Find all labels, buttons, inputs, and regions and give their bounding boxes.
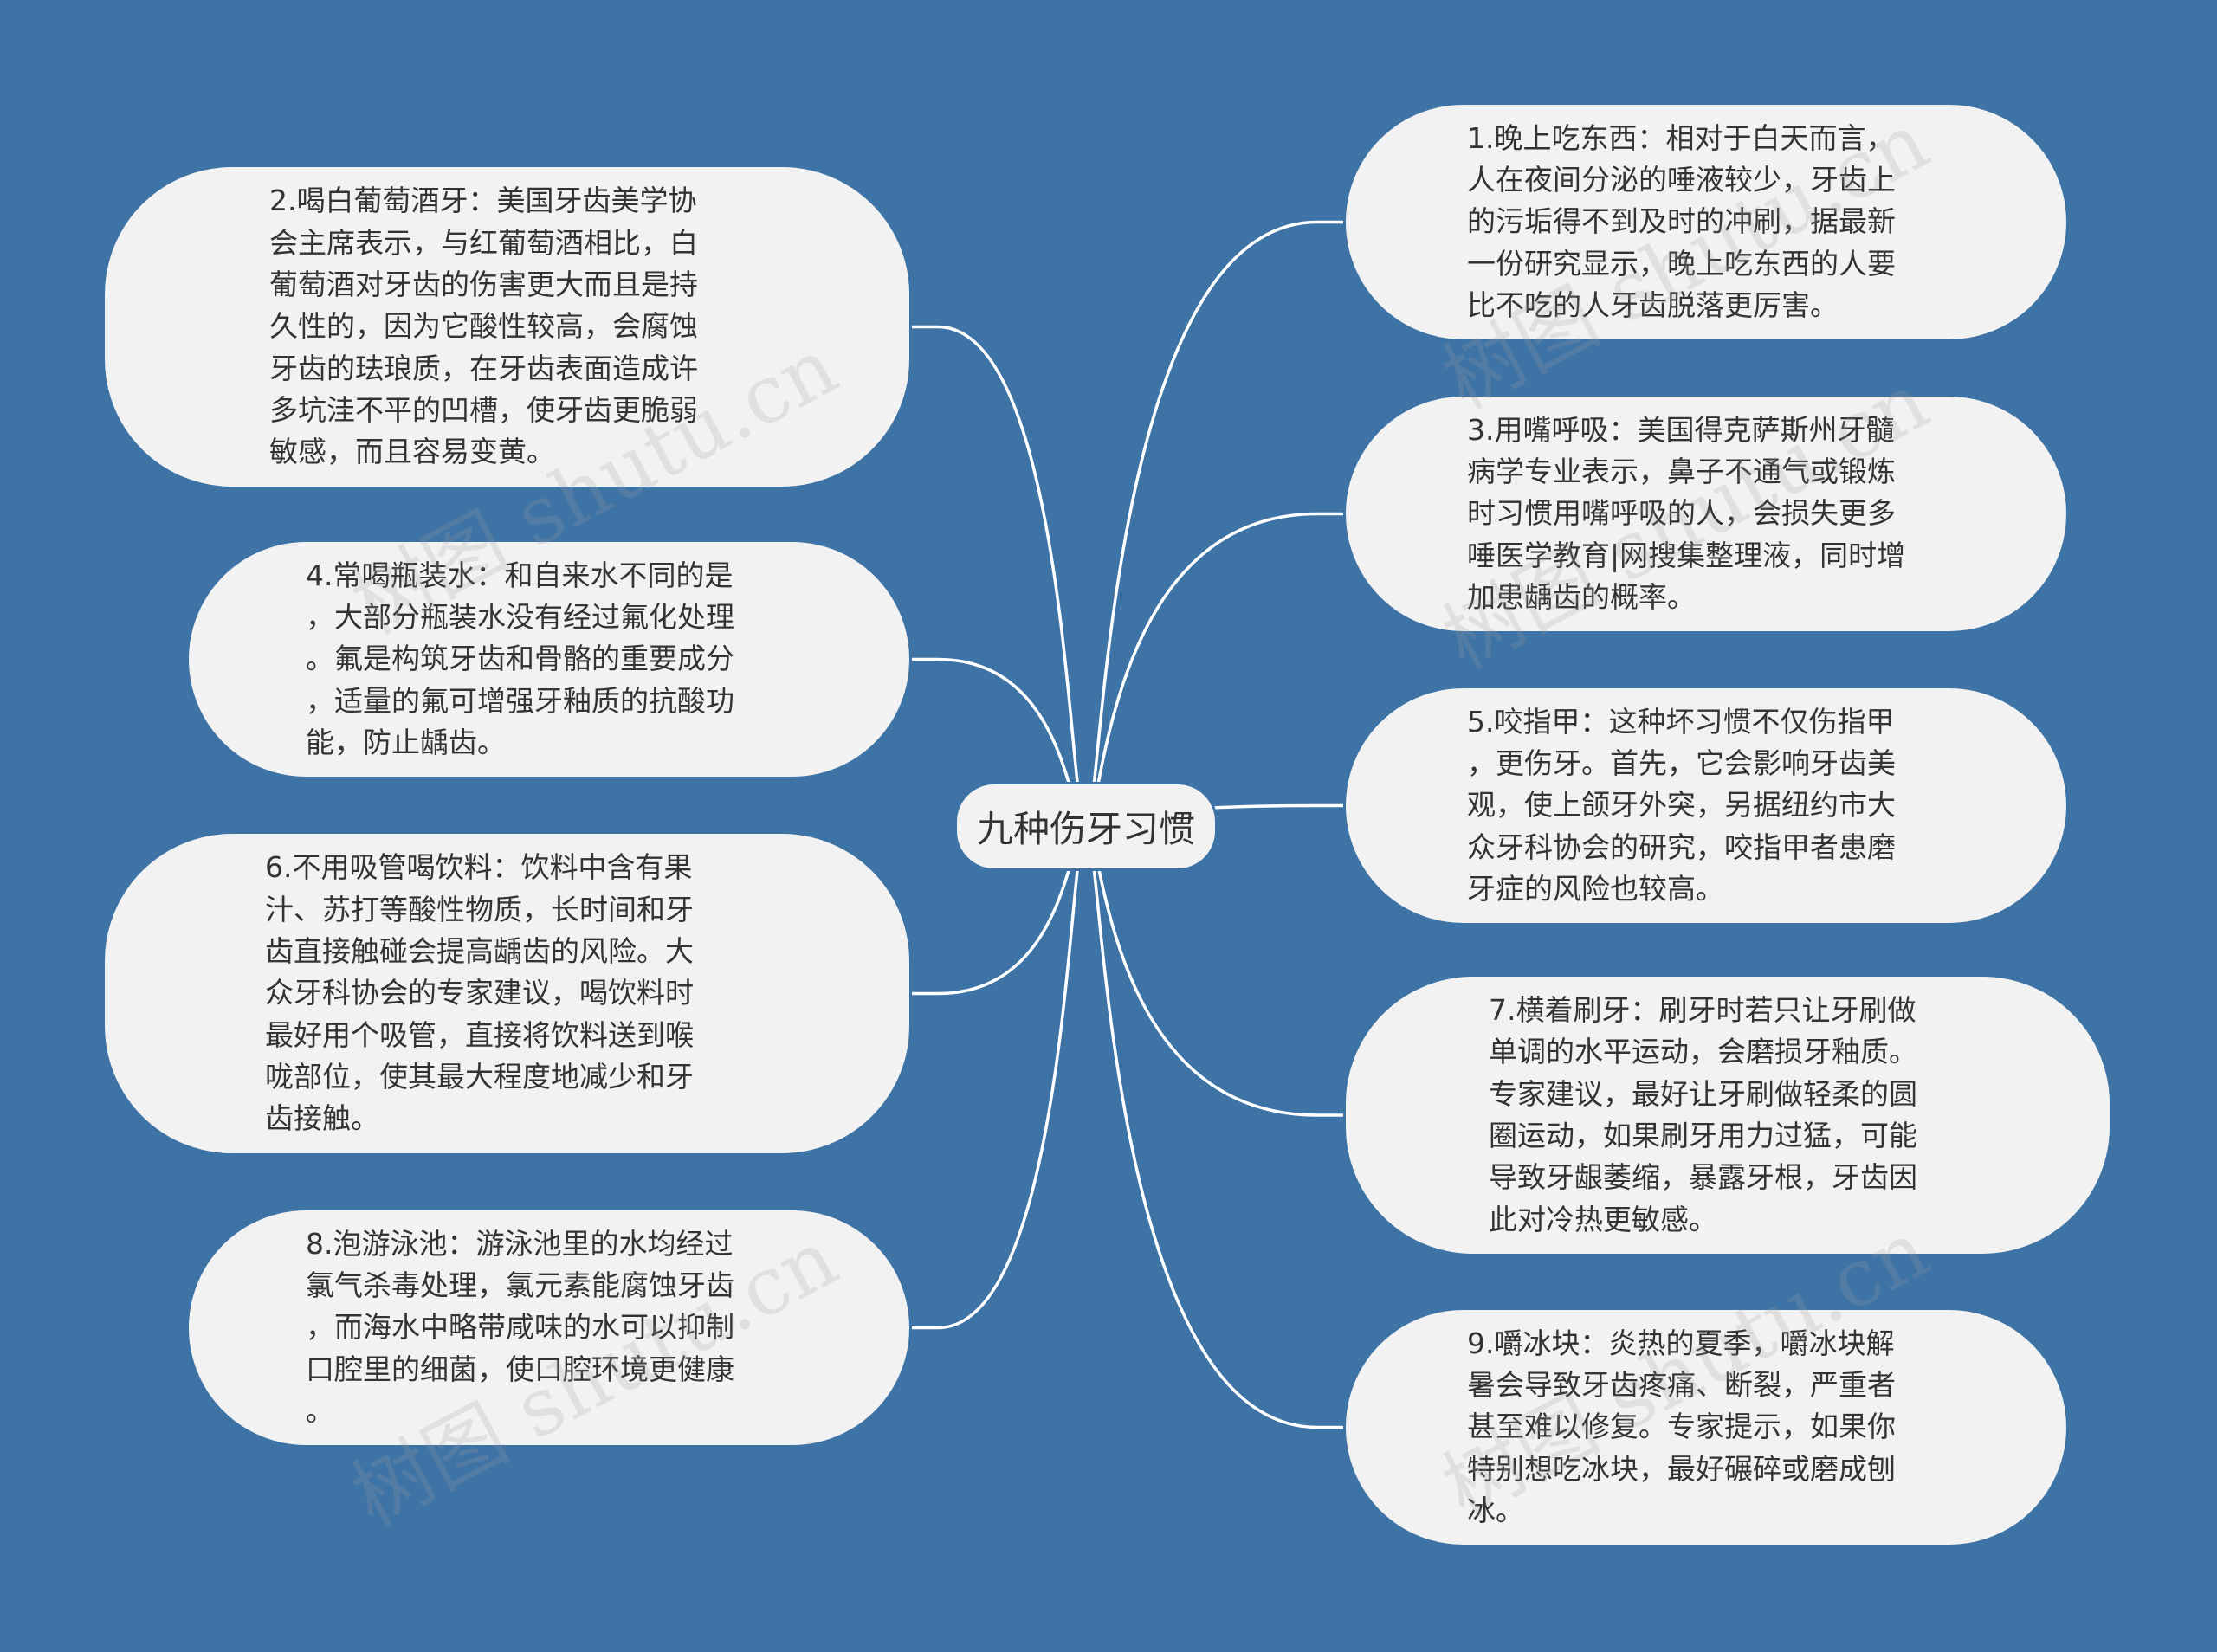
- topic-mouth-breathing[interactable]: 3.用嘴呼吸：美国得克萨斯州牙髓 病学专业表示，鼻子不通气或锻炼 时习惯用嘴呼吸…: [1343, 394, 2069, 634]
- topic-swimming-pool[interactable]: 8.泡游泳池：游泳池里的水均经过 氯气杀毒处理，氯元素能腐蚀牙齿 ，而海水中略带…: [186, 1208, 912, 1448]
- topic-bottled-water-text: 4.常喝瓶装水：和自来水不同的是 ，大部分瓶装水没有经过氟化处理 。氟是构筑牙齿…: [306, 558, 734, 759]
- connector-R1: [1085, 512, 1343, 829]
- topic-white-wine[interactable]: 2.喝白葡萄酒牙：美国牙齿美学协 会主席表示，与红葡萄酒相比，白 葡萄酒对牙齿的…: [102, 165, 912, 489]
- topic-horizontal-brushing[interactable]: 7.横着刷牙：刷牙时若只让牙刷做 单调的水平运动，会磨损牙釉质。 专家建议，最好…: [1343, 974, 2112, 1256]
- topic-nail-biting[interactable]: 5.咬指甲：这种坏习惯不仅伤指甲 ，更伤牙。首先，它会影响牙齿美 观，使上颌牙外…: [1343, 686, 2069, 926]
- root-topic-label: 九种伤牙习惯: [976, 808, 1195, 850]
- topic-no-straw[interactable]: 6.不用吸管喝饮料：饮料中含有果 汁、苏打等酸性物质，长时间和牙 齿直接触碰会提…: [102, 831, 912, 1156]
- connector-L0: [912, 325, 1088, 829]
- topic-chewing-ice-text: 9.嚼冰块：炎热的夏季，嚼冰块解 暑会导致牙齿疼痛、断裂，严重者 甚至难以修复。…: [1467, 1326, 1896, 1527]
- topic-nail-biting-text: 5.咬指甲：这种坏习惯不仅伤指甲 ，更伤牙。首先，它会影响牙齿美 观，使上颌牙外…: [1467, 704, 1896, 906]
- topic-mouth-breathing-text: 3.用嘴呼吸：美国得克萨斯州牙髓 病学专业表示，鼻子不通气或锻炼 时习惯用嘴呼吸…: [1467, 412, 1906, 614]
- topic-horizontal-brushing-text: 7.横着刷牙：刷牙时若只让牙刷做 单调的水平运动，会磨损牙釉质。 专家建议，最好…: [1489, 993, 1917, 1236]
- topic-bottled-water[interactable]: 4.常喝瓶装水：和自来水不同的是 ，大部分瓶装水没有经过氟化处理 。氟是构筑牙齿…: [186, 539, 912, 779]
- connector-R0: [1084, 220, 1343, 829]
- topic-white-wine-text: 2.喝白葡萄酒牙：美国牙齿美学协 会主席表示，与红葡萄酒相比，白 葡萄酒对牙齿的…: [269, 184, 698, 469]
- connector-L3: [912, 824, 1088, 1330]
- connector-R4: [1084, 824, 1343, 1429]
- topic-chewing-ice[interactable]: 9.嚼冰块：炎热的夏季，嚼冰块解 暑会导致牙齿疼痛、断裂，严重者 甚至难以修复。…: [1343, 1307, 2069, 1547]
- topic-night-eating[interactable]: 1.晚上吃东西：相对于白天而言， 人在夜间分泌的唾液较少，牙齿上 的污垢得不到及…: [1343, 102, 2069, 342]
- topic-no-straw-text: 6.不用吸管喝饮料：饮料中含有果 汁、苏打等酸性物质，长时间和牙 齿直接触碰会提…: [265, 850, 694, 1136]
- topic-night-eating-text: 1.晚上吃东西：相对于白天而言， 人在夜间分泌的唾液较少，牙齿上 的污垢得不到及…: [1467, 120, 1896, 322]
- root-topic[interactable]: 九种伤牙习惯: [954, 782, 1218, 871]
- topic-swimming-pool-text: 8.泡游泳池：游泳池里的水均经过 氯气杀毒处理，氯元素能腐蚀牙齿 ，而海水中略带…: [306, 1226, 734, 1428]
